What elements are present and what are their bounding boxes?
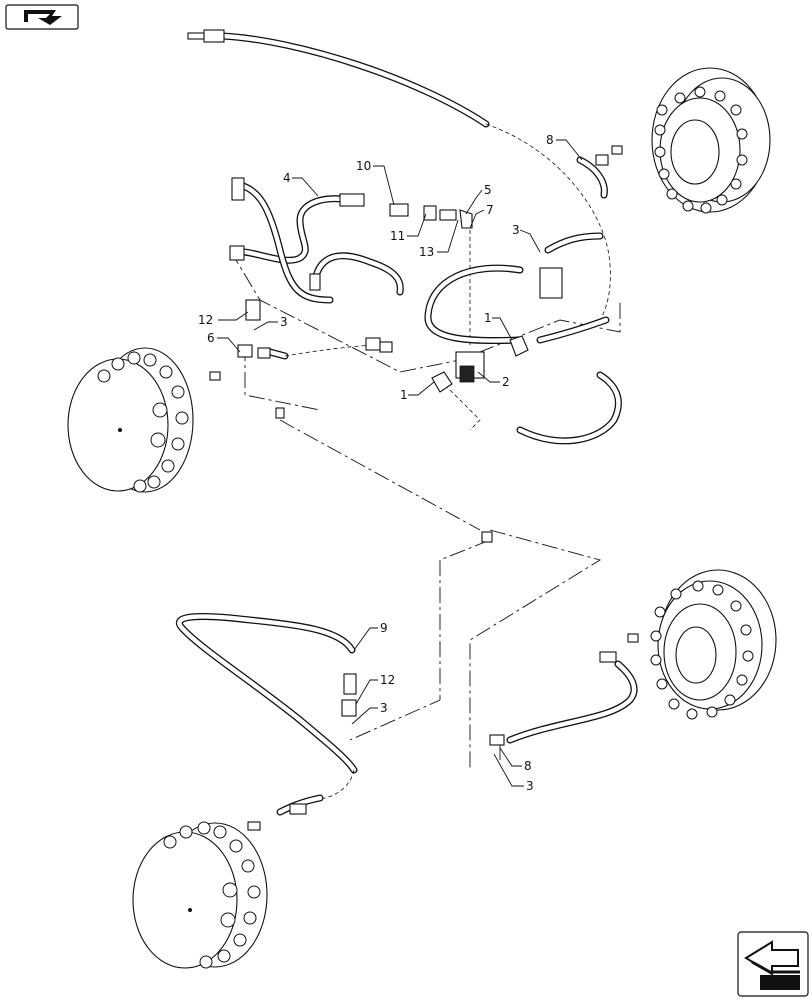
callout-8-b: 8: [524, 759, 532, 773]
wheel-hub-middle-left: [67, 347, 194, 493]
callout-8-a: 8: [546, 133, 554, 147]
callout-7: 7: [486, 203, 494, 217]
callout-3-c: 3: [380, 701, 388, 715]
back-arrow-icon: [744, 940, 800, 990]
wheel-hub-bottom-left: [132, 821, 268, 969]
callout-12-a: 12: [198, 313, 213, 327]
wheel-hub-top-right: [651, 67, 771, 214]
callout-4: 4: [283, 171, 291, 185]
hose-top-right-branch: [544, 156, 608, 254]
callout-3-a: 3: [512, 223, 520, 237]
callout-9: 9: [380, 621, 388, 635]
top-nav-button[interactable]: [5, 4, 79, 30]
callout-13: 13: [419, 245, 434, 259]
page-turn-arrow-icon: [24, 10, 62, 25]
back-nav-button[interactable]: [737, 931, 809, 997]
fittings: [209, 145, 639, 831]
callout-3-d: 3: [526, 779, 534, 793]
callout-10: 10: [356, 159, 371, 173]
hose-assembly-4: [229, 177, 404, 304]
callout-3-b: 3: [280, 315, 288, 329]
callout-5: 5: [484, 183, 492, 197]
assembly-centre-lines: [229, 230, 621, 768]
hose-9: [176, 612, 358, 816]
hose-middle-left-branch: [266, 344, 381, 360]
hose-loop-right: [424, 264, 622, 445]
hose-lower-right: [506, 660, 638, 744]
callout-12-b: 12: [380, 673, 395, 687]
wheel-hub-lower-right: [650, 569, 777, 720]
leader-lines: [217, 139, 583, 787]
callout-11: 11: [390, 229, 405, 243]
callout-1-b: 1: [400, 388, 408, 402]
callout-labels: 10 4 5 7 3 11 13 8 12 3 6 1 2 1 9 12 3 8…: [198, 133, 554, 793]
callout-6: 6: [207, 331, 215, 345]
callout-1-a: 1: [484, 311, 492, 325]
callout-2: 2: [502, 375, 510, 389]
main-supply-hose: [187, 29, 611, 321]
